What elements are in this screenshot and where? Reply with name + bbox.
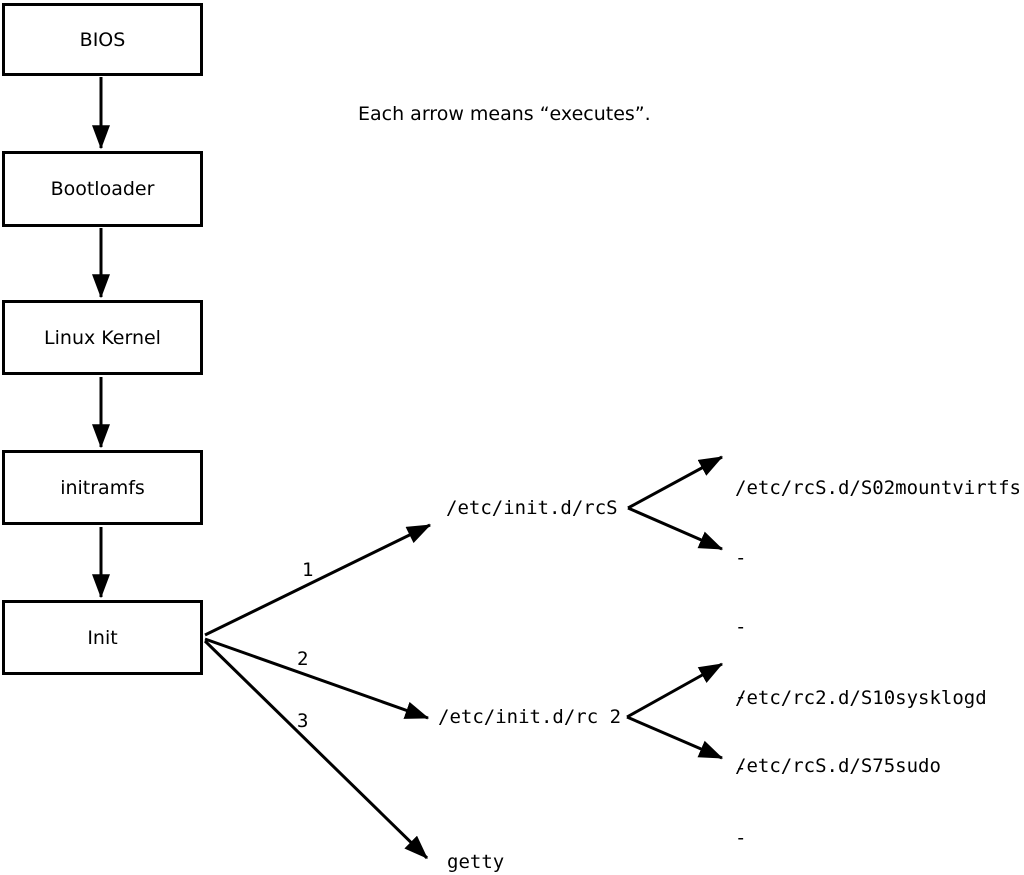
rcs-script-item: /etc/rcS.d/S75sudo <box>735 755 941 777</box>
node-bootloader: Bootloader <box>2 151 203 227</box>
arrow-rcs-to-last-script <box>627 506 724 551</box>
diagram-caption: Each arrow means “executes”. <box>358 103 651 125</box>
node-init-label: Init <box>87 626 118 649</box>
arrow-init-to-rc2 <box>204 637 430 720</box>
arrow-rc2-to-first-script <box>626 662 724 719</box>
arrow-rcs-to-first-script <box>627 455 724 510</box>
node-initramfs-label: initramfs <box>60 476 145 499</box>
rcs-script-item: - <box>735 546 747 569</box>
rcs-script-item: - <box>735 685 747 708</box>
rcs-script-item: - <box>735 616 747 638</box>
arrow-init-to-getty <box>203 639 429 860</box>
branch-2-number: 2 <box>297 648 309 670</box>
rc2-script-item: - <box>735 827 747 849</box>
rc2-path-label: /etc/init.d/rc 2 <box>438 706 622 728</box>
getty-label: getty <box>447 851 505 873</box>
node-linux-kernel-label: Linux Kernel <box>44 326 161 349</box>
node-init: Init <box>2 600 203 675</box>
node-linux-kernel: Linux Kernel <box>2 300 203 375</box>
node-bios: BIOS <box>2 3 203 76</box>
rc2-script-item: /etc/rc2.d/S10sysklogd <box>735 687 987 709</box>
rcs-script-list: /etc/rcS.d/S02mountvirtfs - - - /etc/rcS… <box>735 432 1021 824</box>
node-bios-label: BIOS <box>79 28 126 51</box>
rcs-script-item: /etc/rcS.d/S02mountvirtfs <box>735 477 1021 499</box>
arrow-init-to-rcs <box>204 523 432 637</box>
rc2-script-item: - <box>735 757 747 779</box>
branch-1-number: 1 <box>302 559 314 581</box>
rc2-script-list: /etc/rc2.d/S10sysklogd - - - /etc/rc2.d/… <box>735 641 987 875</box>
node-initramfs: initramfs <box>2 450 203 525</box>
node-bootloader-label: Bootloader <box>50 178 155 200</box>
rcs-path-label: /etc/init.d/rcS <box>446 497 618 519</box>
arrow-rc2-to-last-script <box>626 715 724 760</box>
branch-3-number: 3 <box>297 710 309 732</box>
